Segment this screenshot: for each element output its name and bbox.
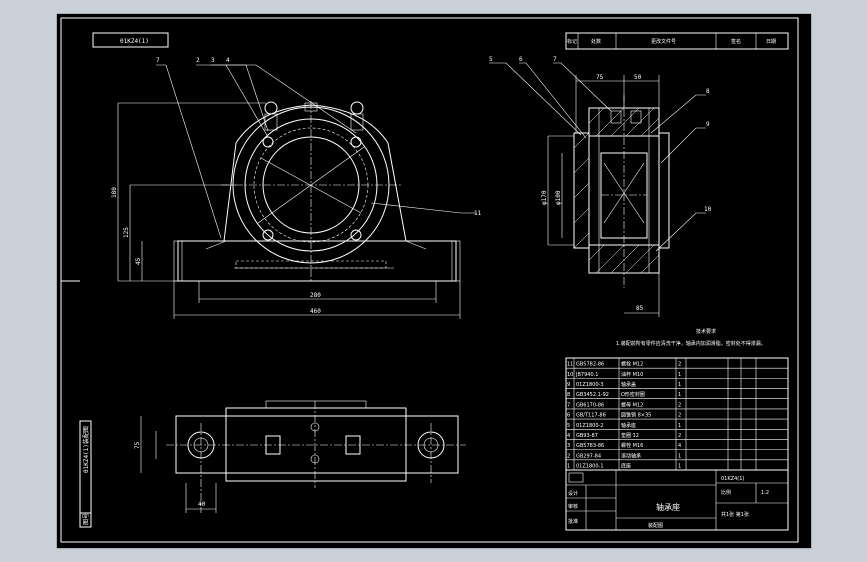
title-side-label: 装配图 (648, 522, 663, 529)
bom-qty-cell: 4 (678, 443, 681, 449)
bom-code-cell: GB297-84 (576, 453, 601, 459)
balloon-9: 9 (706, 121, 710, 128)
bom-code-cell: GB/T117-86 (576, 413, 606, 419)
dim-pitch: 280 (310, 292, 321, 299)
bom-name-cell: 底座 (621, 463, 631, 470)
revision-table: 标记 处数 更改文件号 签名 日期 (565, 32, 789, 50)
drawing-canvas: 01KZ4(1) 01KZ4(1)装配图 图号 标记 处数 更改文件号 签名 日… (56, 13, 812, 549)
dim-length: 460 (310, 308, 321, 315)
code-box-text: 01KZ4(1) (120, 38, 149, 45)
bom-no-cell: 9 (567, 382, 570, 388)
bom-name-cell: 圆锥销 8×35 (621, 412, 651, 419)
bom-name-cell: 垫圈 12 (621, 432, 639, 439)
bom-no-cell: 3 (567, 443, 570, 449)
front-view[interactable]: 7 2 3 4 11 180 125 45 280 460 (111, 57, 482, 319)
bom-code-cell: GB93-87 (576, 433, 598, 439)
bom-name-cell: 螺栓 M12 (621, 361, 643, 368)
bom-qty-cell: 1 (678, 423, 681, 429)
side-strip-label-2: 图号 (83, 513, 90, 525)
balloon-4: 4 (226, 57, 230, 64)
bom-name-cell: 滚动轴承 (621, 452, 641, 459)
balloon-5: 5 (489, 56, 493, 63)
svg-text:更改文件号: 更改文件号 (651, 38, 676, 45)
balloon-10: 10 (704, 206, 712, 213)
balloon-7: 7 (156, 57, 160, 64)
balloon-8: 8 (706, 88, 710, 95)
bom-name-cell: 螺栓 M16 (621, 442, 643, 449)
dim-side-shaft: φ100 (555, 190, 562, 205)
bom-qty-cell: 2 (678, 362, 681, 368)
bom-code-cell: 01Z1800-1 (576, 464, 604, 470)
side-strip-label: 01KZ4(1)装配图 (82, 426, 90, 473)
bom-no-cell: 7 (567, 402, 570, 408)
svg-text:签名: 签名 (731, 38, 741, 45)
side-strip-cell (79, 512, 92, 528)
dim-height: 180 (111, 187, 118, 198)
title-scale-label: 比例 (721, 489, 731, 496)
title-approver: 批准 (568, 518, 578, 525)
svg-text:日期: 日期 (766, 39, 776, 45)
code-box (92, 32, 169, 48)
dim-side-top-right: 50 (634, 74, 642, 81)
svg-text:处数: 处数 (591, 38, 601, 45)
bom-qty-cell: 2 (678, 402, 681, 408)
bom-qty-cell: 1 (678, 392, 681, 398)
title-scale: 1:2 (761, 490, 769, 496)
bom-qty-cell: 1 (678, 382, 681, 388)
cad-viewport[interactable]: 01KZ4(1) 01KZ4(1)装配图 图号 标记 处数 更改文件号 签名 日… (56, 13, 812, 549)
title-designer: 设计 (568, 490, 578, 497)
bom-code-cell: 01Z1800-2 (576, 423, 604, 429)
title-code: 01KZ4(1) (721, 476, 744, 482)
balloon-11: 11 (474, 210, 482, 217)
bom-code-cell: JB7940.1 (575, 372, 598, 378)
drawing-frame (60, 17, 799, 543)
balloon-6: 6 (519, 56, 523, 63)
bom-qty-cell: 2 (678, 433, 681, 439)
bom-name-cell: O形密封圈 (621, 391, 645, 398)
dim-base: 45 (135, 257, 142, 265)
bom-code-cell: 01Z1800-3 (576, 382, 604, 388)
title-drawing-name: 轴承座 (656, 502, 680, 512)
bom-code-cell: GB6170-86 (576, 402, 604, 408)
bom-qty-cell: 1 (678, 464, 681, 470)
bom-code-cell: GB5782-86 (576, 362, 604, 368)
bom-code-cell: GB5783-86 (576, 443, 604, 449)
bom-qty-cell: 1 (678, 372, 681, 378)
top-view[interactable]: 40 75 (134, 400, 466, 513)
dim-side-bore: φ170 (541, 190, 548, 205)
bom-no-cell: 8 (567, 392, 570, 398)
bom-no-cell: 4 (567, 433, 570, 439)
bom-no-cell: 6 (567, 413, 570, 419)
balloon-2: 2 (196, 57, 200, 64)
dim-side-bottom: 85 (636, 305, 644, 312)
balloon-7b: 7 (553, 56, 557, 63)
notes-title: 技术要求 (696, 328, 716, 335)
bom-name-cell: 轴承座 (621, 422, 636, 429)
bom-name-cell: 轴承盖 (621, 381, 636, 388)
title-block: 轴承座 01KZ4(1) 比例 1:2 共1张 第1张 设计 审核 批准 装配图 (565, 469, 789, 531)
bom-name-cell: 油杯 M10 (621, 371, 643, 378)
bom-no-cell: 10 (567, 372, 573, 378)
bom-no-cell: 11 (567, 362, 573, 368)
bom-qty-cell: 1 (678, 453, 681, 459)
dim-top-hole: 40 (198, 501, 206, 508)
bom-qty-cell: 2 (678, 413, 681, 419)
bom-no-cell: 1 (567, 464, 570, 470)
dim-side-top-left: 75 (596, 74, 604, 81)
dim-center: 125 (123, 227, 130, 238)
dim-top-width: 75 (134, 441, 141, 449)
bom-no-cell: 2 (567, 453, 570, 459)
balloon-3: 3 (211, 57, 215, 64)
bom-code-cell: GB3452.1-92 (576, 392, 609, 398)
technical-notes: 技术要求 1.装配前所有零件应清洗干净，轴承内加润滑脂，密封处不得渗漏。 (616, 328, 766, 347)
svg-text:标记: 标记 (567, 38, 577, 45)
bom-name-cell: 螺母 M12 (621, 401, 643, 408)
title-sheet: 共1张 第1张 (721, 511, 749, 518)
side-section-view[interactable]: 5 6 7 8 9 10 75 50 φ170 φ100 85 (489, 56, 712, 317)
bom-no-cell: 5 (567, 423, 570, 429)
notes-line-1: 1.装配前所有零件应清洗干净，轴承内加润滑脂，密封处不得渗漏。 (616, 340, 766, 347)
title-checker: 审核 (568, 503, 578, 510)
